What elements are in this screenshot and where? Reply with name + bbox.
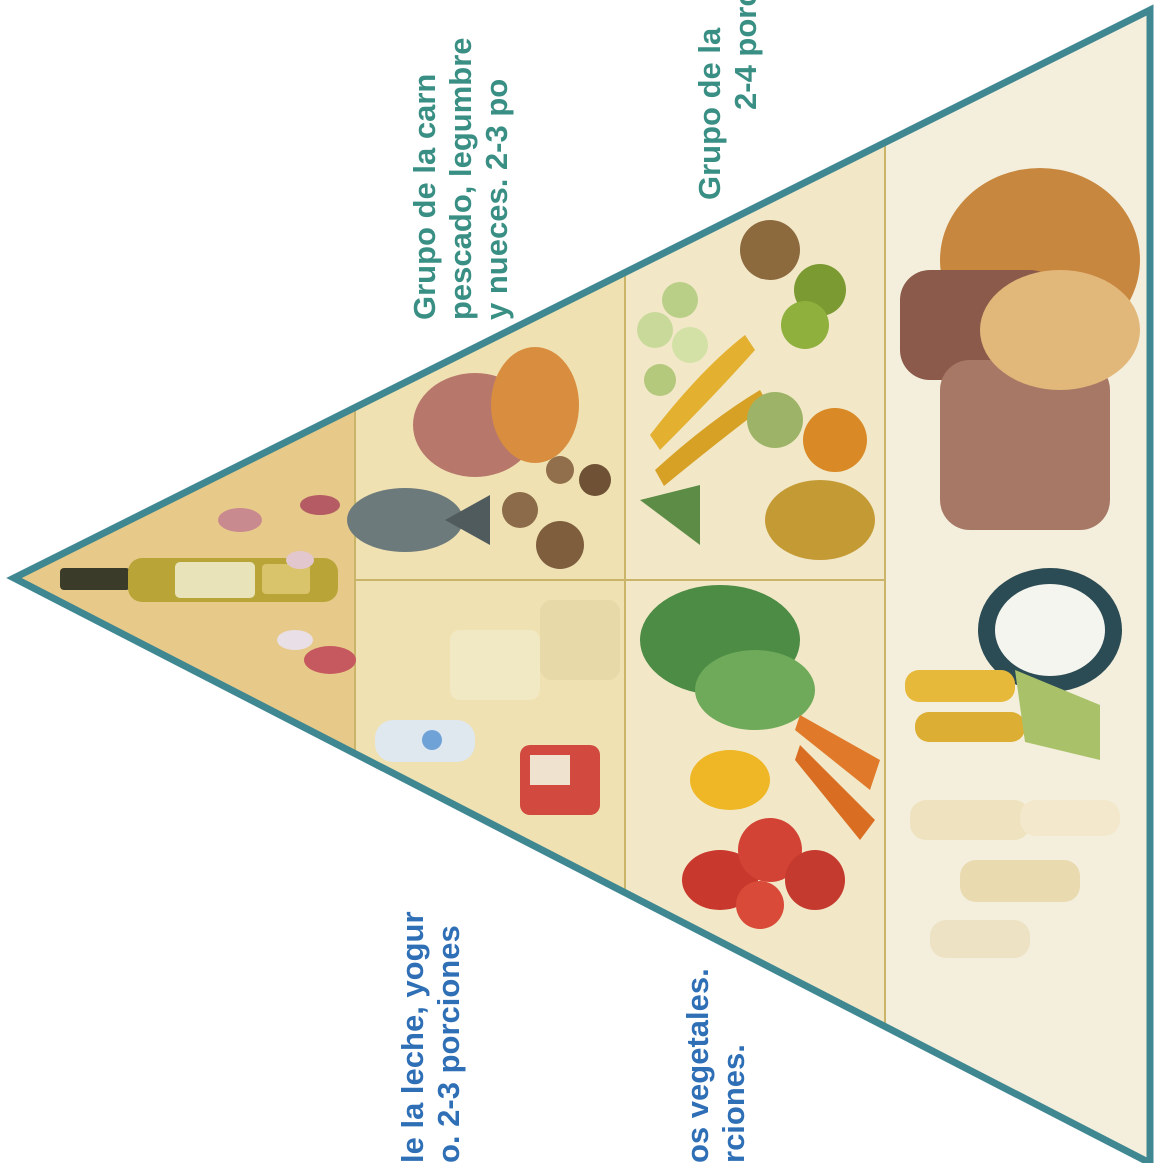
meat-group-label: Grupo de la carn pescado, legumbre y nue…	[407, 37, 515, 320]
vegetable-group-label-line2: rciones.	[716, 968, 752, 1163]
fruit-group-label-line2: 2-4 porci	[728, 0, 764, 200]
milk-bottle-icon	[375, 720, 475, 762]
dairy-group-label-line1: le la leche, yogur	[395, 911, 431, 1163]
dairy-group-label: le la leche, yogur o. 2-3 porciones	[395, 911, 467, 1163]
dairy-group-label-line2: o. 2-3 porciones	[431, 911, 467, 1163]
vegetable-group-label: os vegetales. rciones.	[680, 968, 752, 1163]
meat-group-label-line2: pescado, legumbre	[443, 37, 479, 320]
vegetable-group-label-line1: os vegetales.	[680, 968, 716, 1163]
yogurt-cup-icon	[520, 745, 600, 815]
meat-group-label-line3: y nueces. 2-3 po	[479, 37, 515, 320]
fruit-group-label-line1: Grupo de la	[692, 0, 728, 200]
fruit-group-label: Grupo de la 2-4 porci	[692, 0, 764, 200]
meat-group-label-line1: Grupo de la carn	[407, 37, 443, 320]
